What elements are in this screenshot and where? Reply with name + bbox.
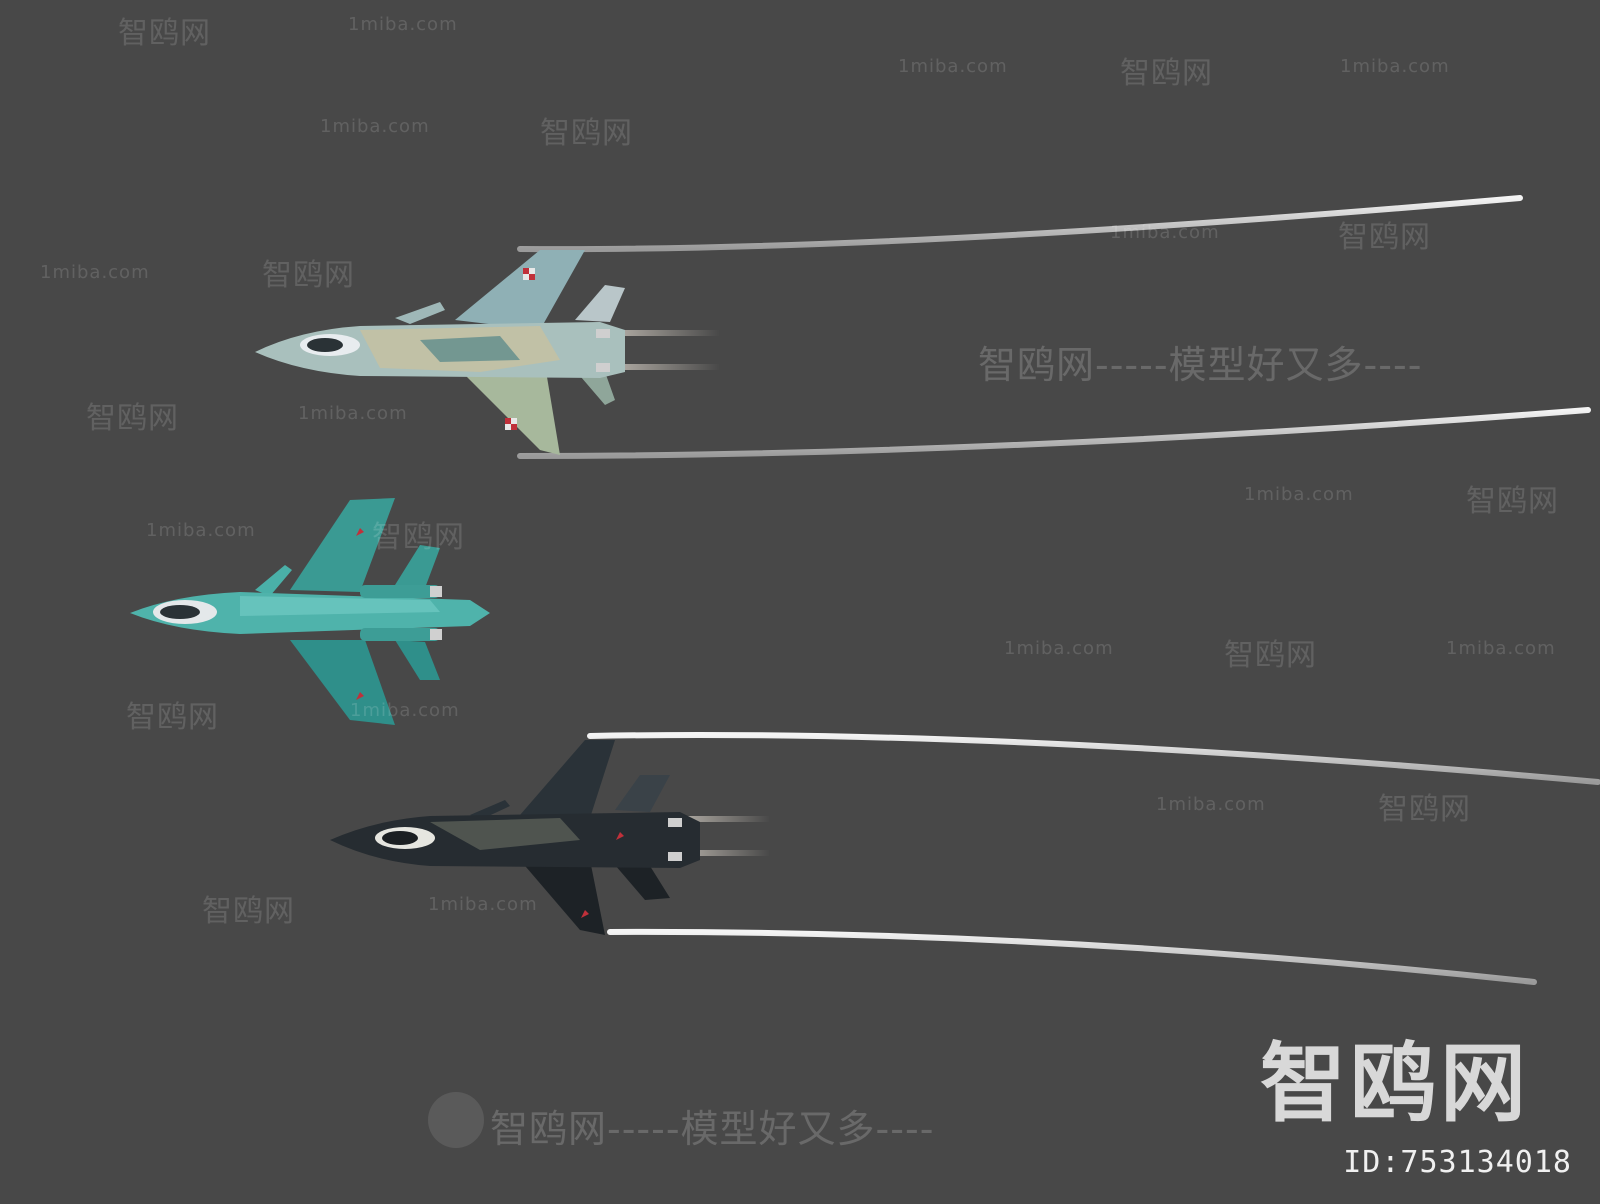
- bird-logo-icon: [428, 1092, 484, 1148]
- contrail-top-2: [517, 407, 1591, 459]
- watermark-site: 1miba.com: [1004, 638, 1114, 659]
- watermark-logo: 智鸥网: [540, 116, 633, 151]
- watermark-logo: 智鸥网: [86, 401, 179, 436]
- jet-polish-camo: [255, 250, 720, 455]
- brand-logo: 智鸥网: [1260, 1034, 1530, 1134]
- watermark-site: 1miba.com: [348, 14, 458, 35]
- watermark-site: 1miba.com: [1340, 56, 1450, 77]
- watermark-site: 1miba.com: [298, 403, 408, 424]
- watermark-logo: 智鸥网: [126, 700, 219, 735]
- watermark-logo: 智鸥网: [372, 520, 465, 555]
- contrail-bottom-2: [607, 928, 1537, 985]
- watermark-slogan: 智鸥网-----模型好又多----: [978, 343, 1423, 387]
- watermark-site: 1miba.com: [1244, 484, 1354, 505]
- watermark-site: 1miba.com: [146, 520, 256, 541]
- watermark-site: 1miba.com: [1110, 222, 1220, 243]
- image-id-label: ID:753134018: [1343, 1145, 1572, 1180]
- watermark-logo: 智鸥网: [1466, 484, 1559, 519]
- contrails: [517, 195, 1600, 985]
- watermark-logo: 智鸥网: [1338, 220, 1431, 255]
- watermark-site: 1miba.com: [428, 894, 538, 915]
- watermark-logo: 智鸥网: [118, 16, 211, 51]
- watermark-logo: 智鸥网: [1378, 792, 1471, 827]
- watermark-site: 1miba.com: [1156, 794, 1266, 815]
- watermark-site: 1miba.com: [350, 700, 460, 721]
- watermark-site: 1miba.com: [320, 116, 430, 137]
- watermark-site: 1miba.com: [898, 56, 1008, 77]
- jet-teal-camo: [130, 498, 490, 725]
- contrail-bottom-1: [587, 731, 1600, 785]
- watermark-site: 1miba.com: [1446, 638, 1556, 659]
- watermark-logo: 智鸥网: [202, 894, 295, 929]
- watermark-site: 1miba.com: [40, 262, 150, 283]
- watermark-logo: 智鸥网: [262, 258, 355, 293]
- contrail-top-1: [517, 195, 1523, 253]
- watermark-logo: 智鸥网: [1224, 638, 1317, 673]
- watermark-logo: 智鸥网: [1120, 56, 1213, 91]
- watermark-slogan: 智鸥网-----模型好又多----: [490, 1107, 935, 1151]
- jet-black-camo: [330, 740, 770, 935]
